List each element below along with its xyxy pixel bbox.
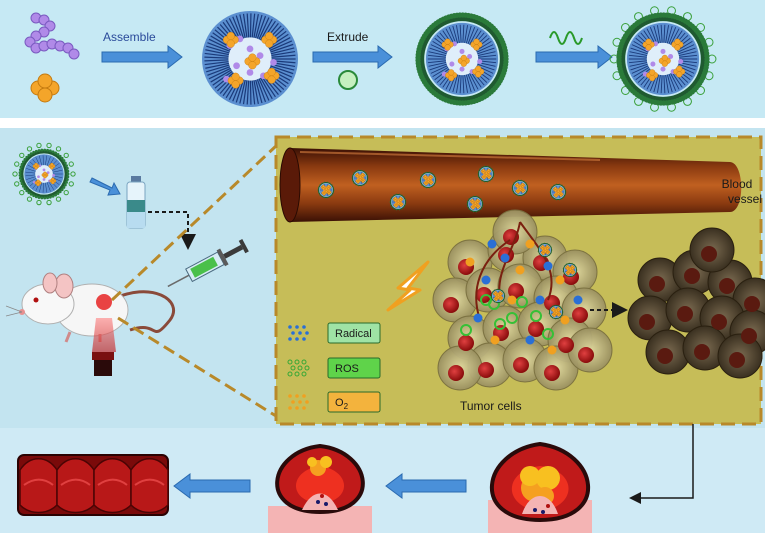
tumor-cluster-icon (432, 209, 613, 391)
green-spring-icon (549, 31, 583, 45)
purple-polymer-chain-icon (24, 12, 80, 60)
assemble-label: Assemble (103, 30, 156, 44)
zoom-line-bottom (117, 316, 277, 418)
membrane-ring-icon (338, 70, 358, 90)
tumor-tissue-small-icon (268, 443, 372, 533)
vial-icon (126, 176, 146, 229)
lightning-icon (386, 260, 430, 312)
functionalize-arrow (535, 31, 613, 70)
laser-icon (92, 318, 116, 376)
zoom-line-top (110, 144, 278, 302)
panel-to-bottom-arrow (629, 424, 694, 504)
bottom-arrow-2 (173, 473, 251, 499)
small-nanoparticle-icon (12, 142, 76, 206)
extrude-arrow: Extrude (312, 30, 393, 90)
separator-strip (0, 118, 765, 128)
legend-label: ROS (335, 363, 359, 375)
extrude-label: Extrude (327, 30, 369, 44)
assemble-arrow: Assemble (101, 30, 183, 70)
mouse-icon (5, 272, 175, 343)
coated-nanoparticle-icon (415, 12, 509, 106)
functionalized-nanoparticle-icon (609, 6, 717, 112)
vessel-nanoparticles (317, 165, 567, 213)
micelle-core-icon (202, 11, 298, 107)
tumor-tissue-large-icon (488, 441, 592, 533)
colon-icon (17, 454, 169, 516)
tumor-spot-icon (96, 294, 112, 310)
dead-tumor-icon (627, 227, 765, 379)
np-to-vial-arrow (89, 177, 121, 196)
tumor-cells-label: Tumor cells (460, 399, 522, 413)
bottom-arrow-1 (385, 473, 467, 499)
syringe-icon (167, 238, 249, 288)
legend-label: Radical (335, 328, 372, 340)
orange-cluster-icon (30, 73, 60, 103)
